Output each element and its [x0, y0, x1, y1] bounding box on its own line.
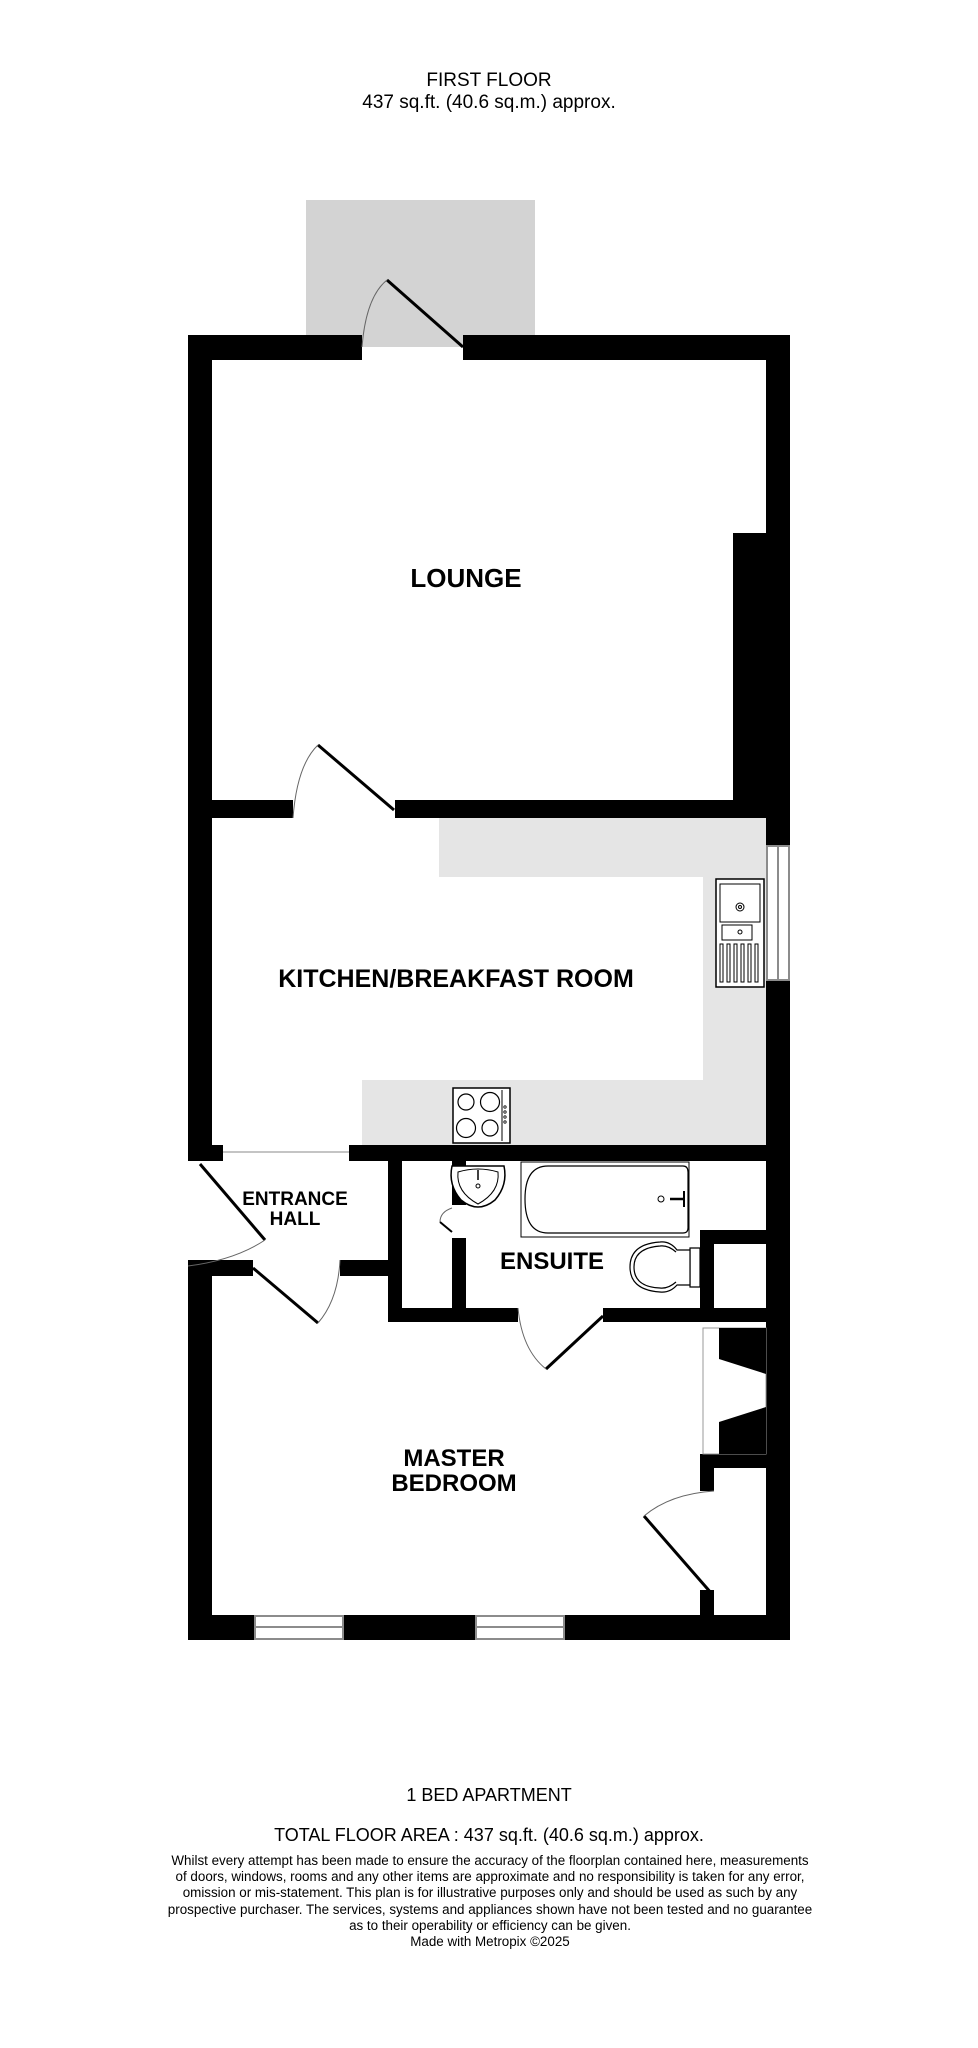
closet-door: [642, 1490, 715, 1595]
ensuite-door: [517, 1307, 605, 1371]
balcony-door: [361, 278, 464, 349]
disclaimer-line: prospective purchaser. The services, sys…: [167, 1901, 813, 1917]
disclaimer-line: Whilst every attempt has been made to en…: [171, 1853, 809, 1868]
metropix-credit: Made with Metropix ©2025: [410, 1934, 570, 1950]
floor-plan: [187, 200, 790, 1640]
disclaimer-line: as to their operability or efficiency ca…: [349, 1917, 631, 1933]
bath: [520, 1161, 690, 1238]
wardrobe: [702, 1327, 767, 1455]
walls: [188, 335, 790, 1640]
doors: [187, 278, 715, 1595]
entrance-hall-line2: HALL: [269, 1208, 321, 1230]
room-label-entrance-hall: ENTRANCE HALL: [230, 1190, 360, 1230]
total-floor-area: TOTAL FLOOR AREA : 437 sq.ft. (40.6 sq.m…: [274, 1825, 704, 1845]
room-label-master-bedroom: MASTER BEDROOM: [354, 1445, 554, 1498]
disclaimer: Whilst every attempt has been made to en…: [140, 1853, 840, 1950]
hob: [452, 1087, 511, 1144]
room-label-lounge: LOUNGE: [410, 563, 522, 593]
toilet: [629, 1241, 701, 1293]
bedroom-window-left: [254, 1615, 344, 1640]
room-label-ensuite: ENSUITE: [499, 1248, 604, 1275]
disclaimer-line: of doors, windows, rooms and any other i…: [175, 1869, 805, 1885]
room-label-kitchen: KITCHEN/BREAKFAST ROOM: [278, 965, 634, 993]
bedroom-window-right: [475, 1615, 565, 1640]
cupboard-door: [439, 1207, 453, 1233]
wash-basin: [450, 1165, 506, 1208]
kitchen-window: [766, 845, 790, 981]
property-type: 1 BED APARTMENT: [406, 1785, 572, 1805]
lounge-door: [292, 743, 395, 819]
master-bedroom-line2: BEDROOM: [391, 1470, 517, 1498]
kitchen-worktop: [362, 818, 766, 1145]
entrance-hall-line1: ENTRANCE: [242, 1189, 348, 1210]
kitchen-sink: [715, 878, 765, 988]
floor-area: 437 sq.ft. (40.6 sq.m.) approx.: [362, 92, 616, 113]
bedroom-door: [252, 1259, 341, 1325]
front-door: [187, 1151, 349, 1267]
windows: [254, 845, 790, 1640]
floor-name: FIRST FLOOR: [426, 70, 552, 91]
master-bedroom-line1: MASTER: [403, 1445, 505, 1472]
disclaimer-line: omission or mis-statement. This plan is …: [182, 1885, 798, 1901]
balcony: [306, 200, 535, 347]
